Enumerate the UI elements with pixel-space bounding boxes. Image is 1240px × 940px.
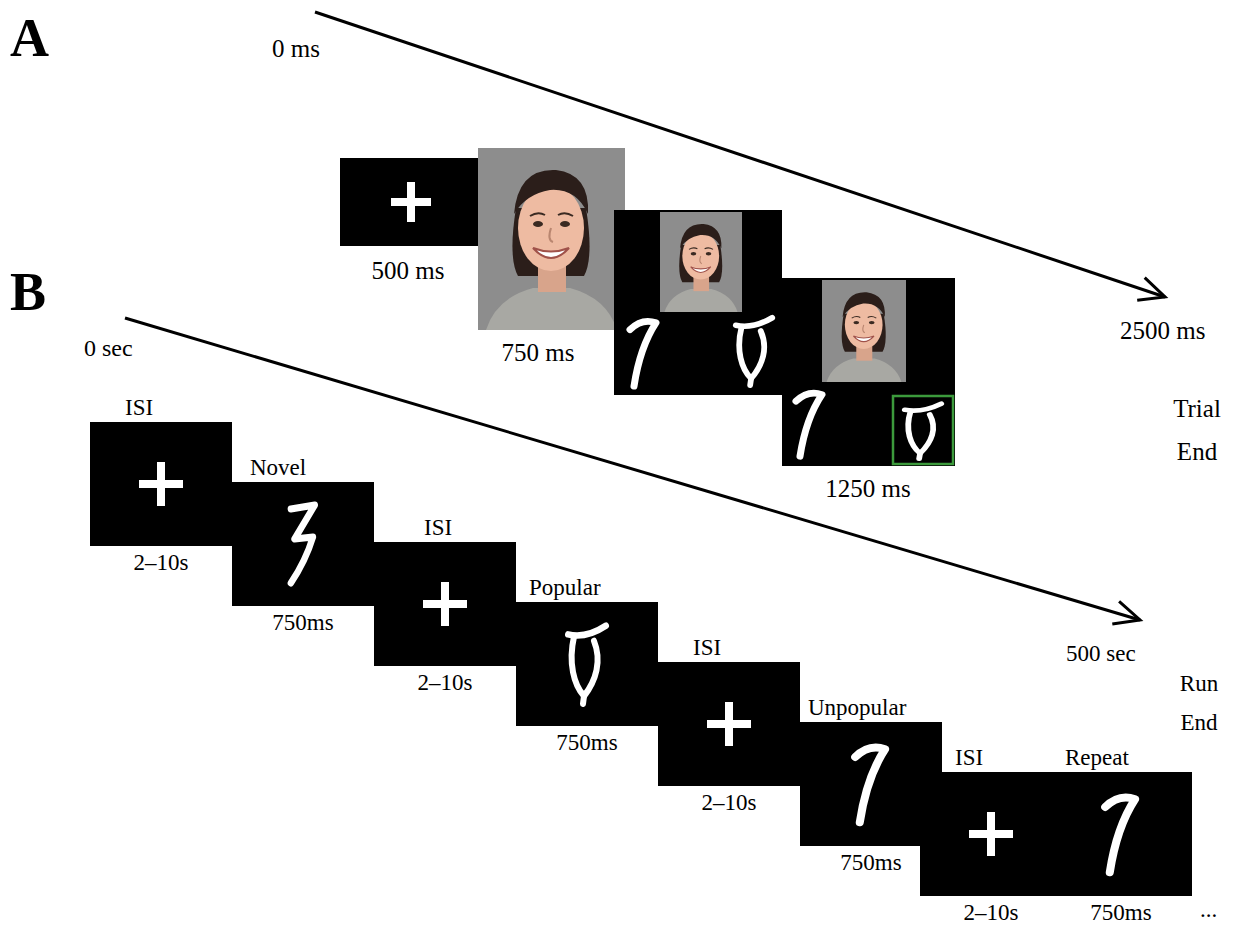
- symbol-glyph: [905, 404, 941, 459]
- choice-frame: [614, 210, 782, 395]
- time-label: 0 sec: [84, 334, 133, 363]
- feedback-frame: [782, 278, 955, 466]
- symbol-glyph: [291, 505, 315, 583]
- duration-label: 2–10s: [702, 789, 757, 817]
- condition-label: ISI: [955, 744, 983, 772]
- symbol-glyph: [630, 321, 656, 386]
- fixation-cross: [157, 462, 165, 506]
- symbol-glyph: [736, 318, 772, 385]
- stimulus-frame: [516, 602, 658, 726]
- face-photo: [660, 212, 742, 312]
- duration-label: 1250 ms: [825, 474, 910, 504]
- isi-frame: [658, 662, 800, 786]
- isi-frame: [374, 542, 516, 666]
- fixation-cross: [441, 582, 449, 626]
- isi-frame: [90, 422, 232, 546]
- time-label: 2500 ms: [1120, 316, 1205, 346]
- condition-label: Repeat: [1065, 744, 1129, 772]
- panel-letter: B: [10, 260, 46, 325]
- fixation-cross: [987, 812, 995, 856]
- condition-label: ISI: [424, 514, 452, 542]
- condition-label: Popular: [529, 574, 601, 602]
- fixation-frame: [340, 158, 482, 246]
- duration-label: 750ms: [1090, 899, 1151, 927]
- panel-letter: A: [10, 6, 49, 71]
- condition-label: ISI: [693, 634, 721, 662]
- face-photo: [822, 280, 906, 382]
- symbol-glyph: [796, 393, 822, 456]
- time-label: 500 sec: [1066, 640, 1136, 668]
- end-label: Run End: [1168, 664, 1230, 742]
- ellipsis: ...: [1200, 896, 1217, 924]
- isi-frame: [920, 772, 1062, 896]
- duration-label: 750 ms: [502, 338, 575, 368]
- fixation-cross: [407, 182, 415, 222]
- duration-label: 750ms: [556, 729, 617, 757]
- stimulus-frame: [232, 482, 374, 606]
- arrow-head: [1112, 601, 1140, 624]
- time-label: 0 ms: [272, 34, 320, 64]
- duration-label: 750ms: [272, 609, 333, 637]
- duration-label: 2–10s: [134, 549, 189, 577]
- duration-label: 750ms: [840, 849, 901, 877]
- arrow-head: [1137, 278, 1165, 301]
- duration-label: 2–10s: [418, 669, 473, 697]
- duration-label: 2–10s: [964, 899, 1019, 927]
- symbol-glyph: [1105, 797, 1135, 872]
- condition-label: Unpopular: [808, 694, 906, 722]
- symbol-glyph: [855, 747, 885, 822]
- duration-label: 500 ms: [372, 256, 445, 286]
- condition-label: Novel: [250, 454, 306, 482]
- fixation-cross: [725, 702, 733, 746]
- symbol-glyph: [568, 626, 606, 704]
- end-label: Trial End: [1161, 388, 1233, 473]
- stimulus-frame: [1050, 772, 1192, 896]
- timeline-arrow: [125, 318, 1140, 620]
- face-photo: [478, 148, 625, 330]
- selection-box: [893, 396, 953, 464]
- condition-label: ISI: [125, 394, 153, 422]
